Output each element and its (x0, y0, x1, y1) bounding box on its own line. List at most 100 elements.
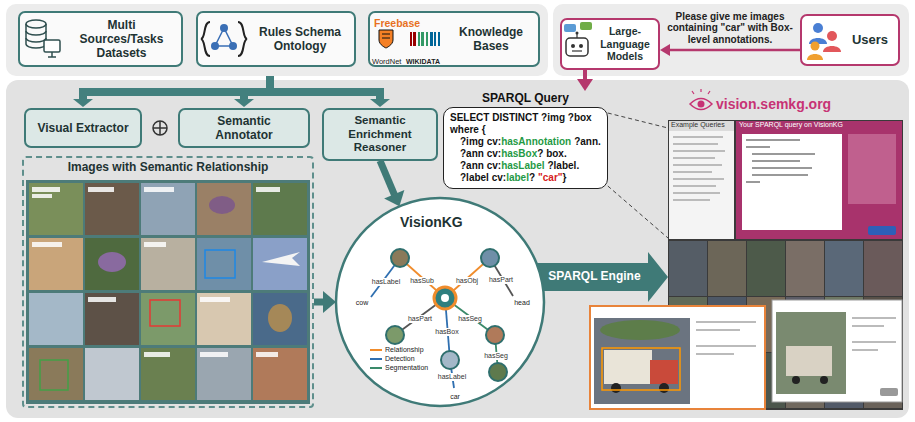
image-grid-part (98, 252, 126, 272)
merge-arrow-part (240, 88, 248, 100)
web-interface-screenshot-part (650, 360, 678, 384)
legend-line-sample (370, 367, 382, 369)
llm-robot-icon-part (576, 32, 579, 35)
process-box: Visual Extractor (24, 108, 142, 148)
image-grid-part (32, 187, 60, 192)
merge-arrow-part (370, 99, 390, 107)
logo-label: WordNet (372, 58, 401, 66)
llm-robot-icon-part (571, 44, 575, 48)
graph-label: car (449, 393, 461, 401)
query-line: ?label cv:label?"car"} (450, 172, 601, 184)
web-interface-screenshot-part (742, 134, 842, 230)
graph-label: hasSeg (457, 315, 483, 323)
query-token: ? box. (537, 148, 566, 159)
logo-label: vision.semkg.org (716, 97, 831, 112)
merge-arrow-part (79, 88, 384, 96)
connector-label: SPARQL Engine (548, 270, 640, 284)
image-grid-part (256, 352, 278, 357)
connector-label-holder: Please give me images containing "car" w… (661, 11, 799, 46)
arrowhead (323, 291, 336, 313)
legend-row: Segmentation (370, 364, 428, 372)
image-grid-part (197, 293, 251, 345)
label-holder: hasSub (409, 269, 435, 287)
image-grid-part (141, 293, 195, 345)
web-interface-screenshot-part (747, 241, 785, 296)
connector (314, 291, 336, 313)
web-interface-screenshot-part (786, 241, 824, 296)
dataset-icon (26, 20, 60, 57)
query-token: hasBox (501, 148, 537, 159)
site-logo (690, 89, 712, 110)
query-token: where { (450, 124, 486, 135)
image-grid-part (29, 348, 83, 400)
image-grid-part (40, 360, 68, 390)
connector-label-holder: SPARQL Engine (541, 270, 648, 284)
web-interface-screenshot-part (868, 226, 896, 235)
label-holder: hasLabel (371, 270, 401, 288)
image-grid-part (150, 300, 180, 326)
web-interface-screenshot-part (852, 318, 896, 350)
graph-drawing-part (386, 326, 404, 344)
image-grid-part (32, 187, 280, 357)
image-grid-part (253, 183, 307, 235)
merge-arrow-part (234, 99, 254, 107)
image-grid-part (197, 183, 251, 235)
image-grid-part (141, 348, 195, 400)
graph-label: cow (355, 299, 369, 307)
label-holder: hasPart (407, 307, 433, 325)
graph-label: hasBox (434, 328, 459, 336)
connector-line (314, 299, 324, 306)
node-label: Your SPARQL query on VisionKG (739, 121, 843, 129)
site-logo-part (692, 89, 710, 94)
label-holder: WIKIDATA (406, 50, 440, 68)
arrowhead (660, 44, 670, 56)
users-icon-part (811, 42, 820, 51)
image-grid-part (200, 297, 230, 302)
users-icon (807, 23, 841, 60)
llm-robot-icon-part (580, 22, 592, 30)
legend-text: Segmentation (385, 364, 428, 372)
site-logo-part (698, 101, 705, 108)
label-holder: hasBox (434, 320, 459, 338)
graph-drawing (371, 249, 513, 388)
image-grid-part (205, 250, 235, 278)
graph-drawing-part (434, 287, 456, 309)
node-label: VisionKG (400, 214, 463, 231)
image-grid-part (141, 238, 195, 290)
legend-text: Relationship (385, 346, 424, 354)
knowledge-base-logos-part (413, 32, 416, 46)
query-line: where { (450, 124, 601, 136)
label-holder: hasLabel (437, 365, 467, 383)
image-grid-part (29, 238, 83, 290)
query-token: "car" (538, 172, 563, 183)
query-token: hasAnnotation (501, 136, 571, 147)
label-holder: car (449, 385, 461, 403)
label-holder: Freebase (374, 13, 420, 31)
ontology-icon (201, 22, 247, 56)
legend-row: Relationship (370, 346, 424, 354)
web-interface-screenshot-part (746, 140, 815, 182)
image-grid-part (200, 352, 228, 357)
circle-outline-shape (336, 198, 544, 406)
query-box: SPARQL QuerySELECT DISTINCT ?img ?boxwhe… (443, 91, 608, 189)
web-interface-screenshot-part (848, 134, 896, 204)
users-icon-part (807, 54, 823, 60)
users-icon-part (823, 46, 841, 52)
node-label: Users (852, 32, 888, 47)
connector-line (583, 70, 587, 80)
combine-symbol-part (153, 121, 167, 135)
graph-label: hasSeg (483, 352, 509, 360)
legend-line-sample (370, 349, 382, 351)
web-interface-screenshot-part (669, 121, 734, 131)
image-grid (26, 180, 310, 404)
process-box: Semantic Enrichment Reasoner (322, 108, 438, 161)
image-grid-part (144, 352, 170, 357)
web-interface-screenshot-part (792, 376, 800, 384)
node-label: Images with Semantic Relationship (68, 160, 269, 174)
image-grid-part (197, 348, 251, 400)
graph-drawing-part (441, 294, 449, 302)
legend-text: Detection (385, 355, 415, 363)
legend-row: Detection (370, 355, 415, 363)
